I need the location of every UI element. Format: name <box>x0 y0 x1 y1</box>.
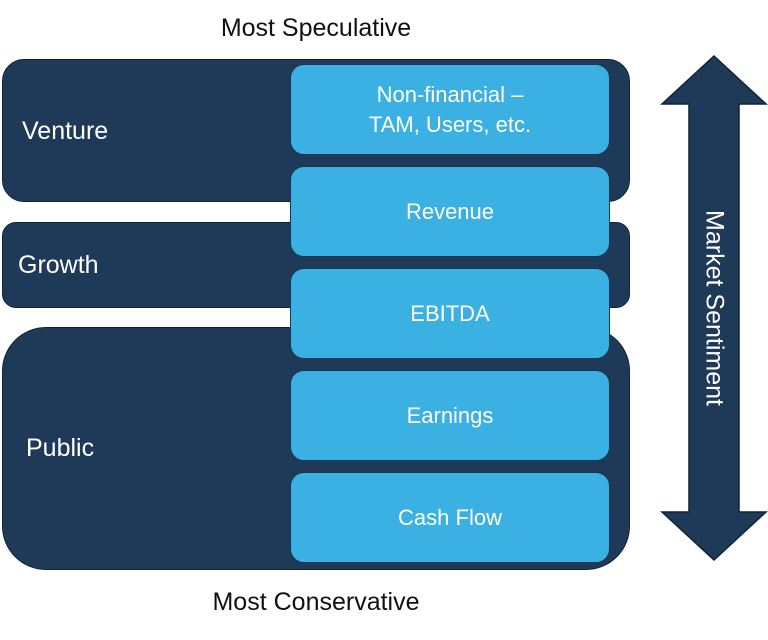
market-sentiment-arrow <box>660 54 768 562</box>
arrow-label-market-sentiment: Market Sentiment <box>700 210 729 406</box>
metric-revenue: Revenue <box>290 166 610 257</box>
metric-non-financial-line-1: Non-financial – <box>376 81 524 107</box>
metric-non-financial: Non-financial – TAM, Users, etc. <box>290 64 610 155</box>
double-arrow-icon <box>660 54 768 562</box>
stage-label-public: Public <box>26 434 95 462</box>
metric-non-financial-line-2: TAM, Users, etc. <box>368 111 532 137</box>
top-label-most-speculative: Most Speculative <box>220 14 412 42</box>
metric-cash-flow: Cash Flow <box>290 472 610 563</box>
metric-earnings: Earnings <box>290 370 610 461</box>
stage-label-growth: Growth <box>18 251 99 279</box>
stage-label-venture: Venture <box>22 117 109 145</box>
bottom-label-most-conservative: Most Conservative <box>212 588 420 616</box>
metric-ebitda: EBITDA <box>290 268 610 359</box>
